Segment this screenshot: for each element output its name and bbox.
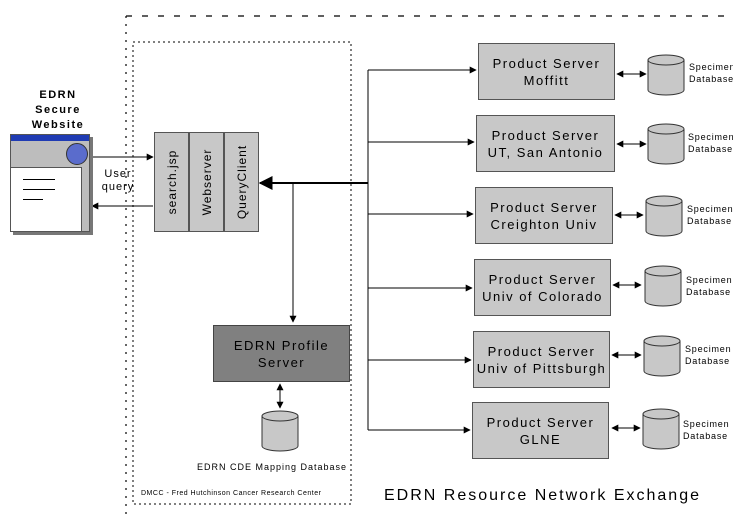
user-query-label: User query: [98, 168, 138, 194]
browser-circle-button-icon: [66, 143, 88, 165]
db-label-line: Database: [686, 287, 731, 297]
product-server-creighton: Product Server Creighton Univ: [475, 187, 613, 244]
webserver-component: Webserver: [189, 132, 224, 232]
browser-text-line: [23, 199, 43, 200]
profile-server-box: EDRN Profile Server: [213, 325, 350, 382]
website-title: EDRN Secure Website: [18, 88, 98, 133]
profile-server-line: EDRN Profile: [233, 337, 330, 353]
product-server-title: Product Server: [491, 127, 600, 143]
product-server-moffitt: Product Server Moffitt: [478, 43, 615, 100]
profile-server-line: Server: [257, 354, 306, 370]
specimen-db-label: Specimen Database: [687, 203, 733, 227]
product-server-site: Moffitt: [523, 72, 570, 88]
browser-text-line: [23, 189, 55, 190]
product-server-ut-san-antonio: Product Server UT, San Antonio: [476, 115, 615, 172]
db-label-line: Specimen: [685, 344, 732, 354]
product-server-site: Univ of Pittsburgh: [476, 360, 607, 376]
network-label: EDRN Resource Network Exchange: [384, 487, 701, 504]
db-label-line: Specimen: [688, 132, 733, 142]
db-label-line: Specimen: [689, 62, 733, 72]
product-server-title: Product Server: [488, 271, 597, 287]
component-label: Webserver: [199, 148, 214, 216]
queryclient-component: QueryClient: [224, 132, 259, 232]
search-jsp-component: search.jsp: [154, 132, 189, 232]
db-label-line: Database: [689, 74, 733, 84]
db-label-line: Specimen: [683, 419, 730, 429]
db-label-line: Database: [685, 356, 730, 366]
db-label-line: Specimen: [687, 204, 733, 214]
browser-titlebar: [11, 135, 89, 141]
product-server-title: Product Server: [487, 343, 596, 359]
website-title-line: Secure: [35, 104, 81, 116]
product-server-title: Product Server: [492, 55, 601, 71]
product-server-colorado: Product Server Univ of Colorado: [474, 259, 611, 316]
specimen-db-label: Specimen Database: [683, 418, 733, 442]
product-server-glne: Product Server GLNE: [472, 402, 609, 459]
product-server-site: Univ of Colorado: [482, 288, 603, 304]
db-label-line: Database: [688, 144, 733, 154]
product-server-pittsburgh: Product Server Univ of Pittsburgh: [473, 331, 610, 388]
user-query-line: User: [104, 168, 132, 180]
specimen-db-label: Specimen Database: [688, 131, 733, 155]
dmcc-boundary: [132, 41, 352, 505]
user-query-line: query: [101, 181, 135, 193]
browser-scrollbar: [81, 167, 89, 231]
specimen-db-label: Specimen Database: [686, 274, 733, 298]
database-icon: [261, 54, 685, 452]
product-server-title: Product Server: [486, 414, 595, 430]
browser-text-line: [23, 179, 55, 180]
dmcc-label: DMCC - Fred Hutchinson Cancer Research C…: [141, 490, 322, 497]
specimen-db-label: Specimen Database: [685, 343, 733, 367]
website-title-line: Website: [31, 119, 85, 131]
db-label-line: Database: [687, 216, 732, 226]
db-label-line: Database: [683, 431, 728, 441]
component-label: search.jsp: [164, 149, 179, 215]
product-server-site: GLNE: [519, 431, 562, 447]
product-server-site: Creighton Univ: [490, 216, 598, 232]
browser-window-icon: [10, 134, 90, 232]
product-server-title: Product Server: [490, 199, 598, 215]
specimen-db-label: Specimen Database: [689, 61, 733, 85]
mapping-db-label: EDRN CDE Mapping Database: [197, 462, 348, 472]
product-server-site: UT, San Antonio: [487, 144, 604, 160]
website-title-line: EDRN: [39, 89, 77, 101]
db-label-line: Specimen: [686, 275, 733, 285]
component-label: QueryClient: [234, 144, 249, 220]
